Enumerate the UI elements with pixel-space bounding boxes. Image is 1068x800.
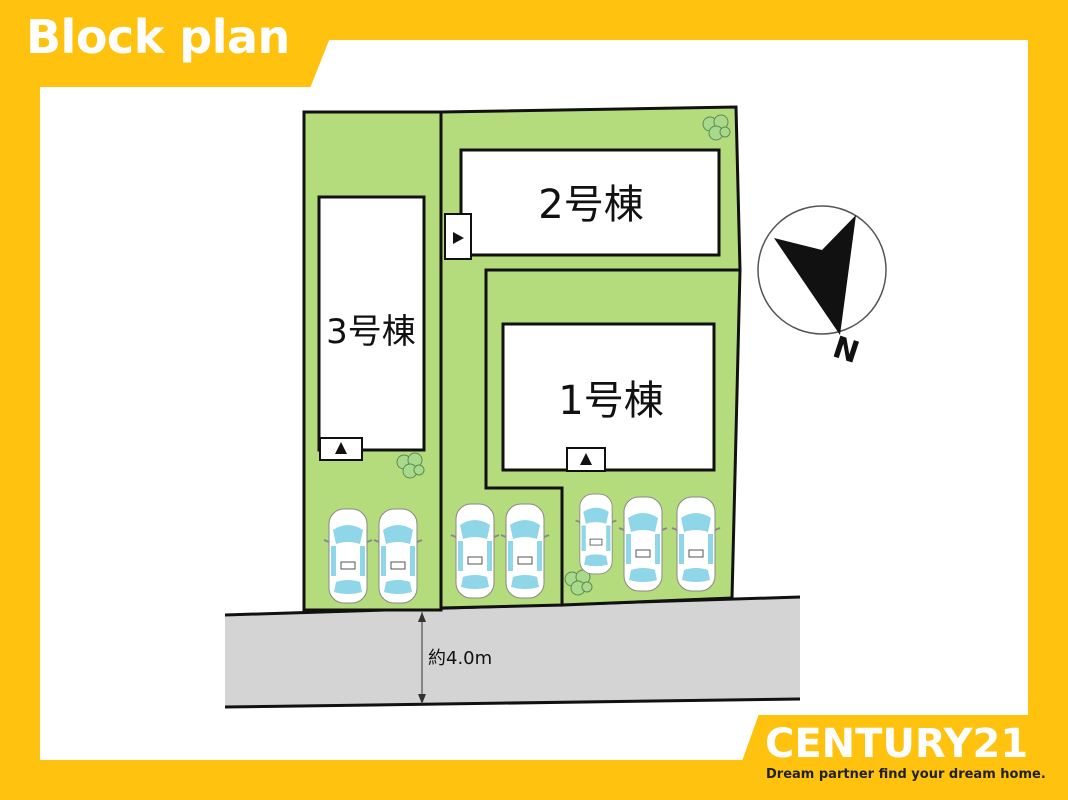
car [323,508,373,604]
entrance-arrow-1 [580,453,592,465]
brand-tagline: Dream partner find your dream home. [766,767,1046,782]
brand-logo: CENTURY21 [765,721,1029,767]
car [574,493,618,575]
title-banner [0,0,345,87]
dimension-arrow-up [418,612,426,622]
entrance-arrow-2 [453,232,464,244]
compass-needle-icon [774,215,856,335]
entrance-arrow-3 [335,442,347,454]
building-3-label: 3号棟 [326,312,416,352]
road-width-label: 約4.0m [428,648,492,669]
building-1-label: 1号棟 [558,378,663,424]
road [225,597,800,707]
car [450,503,500,599]
car [500,503,550,599]
car [671,496,721,592]
compass: N [757,205,887,371]
building-2-label: 2号棟 [538,182,643,228]
building-3 [317,195,426,452]
dimension-arrow-down [418,694,426,704]
page-title: Block plan [26,10,290,64]
brand-banner [728,715,1068,800]
car [373,508,423,604]
building-1 [501,322,716,472]
compass-north-label: N [828,330,863,371]
car [618,496,668,592]
building-2 [459,148,721,257]
road-edge-south [224,697,801,709]
